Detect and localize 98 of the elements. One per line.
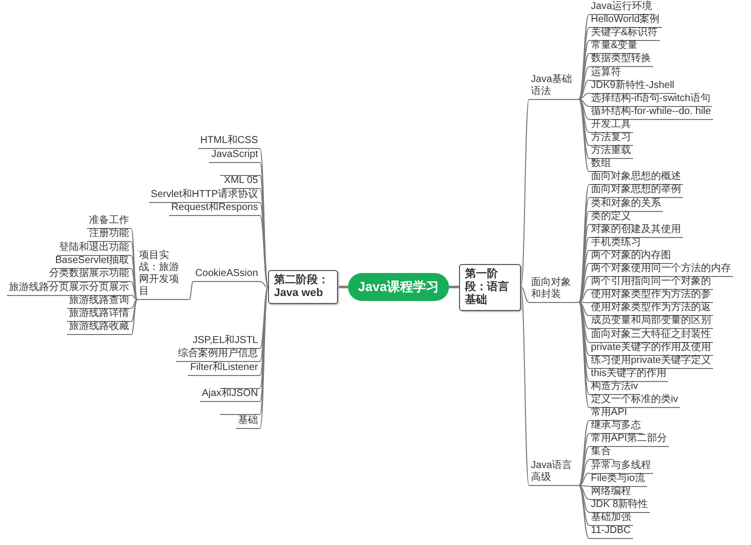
connector-line	[260, 286, 268, 362]
topic-label: CookieASsion	[193, 268, 260, 282]
branch-topic: 第一阶段：语言基础	[458, 264, 521, 310]
topic-label: 基础	[236, 415, 260, 429]
topic-label: 数据类型转换	[588, 53, 653, 68]
connector-line	[130, 299, 138, 309]
topic-label: this关键字的作用	[588, 368, 668, 382]
topic-label: 两个对象的内存图	[588, 250, 673, 264]
branch-topic: 第二阶段：Java web	[268, 270, 338, 304]
topic-label: 项目实战：旅游网开发项目	[137, 250, 190, 300]
topic-label: 旅游线路收藏	[67, 321, 132, 336]
connector-line	[578, 472, 590, 486]
topic-label: 综合案例用户信息	[176, 348, 260, 362]
connector-line	[260, 286, 268, 349]
connector-line	[338, 286, 348, 288]
connector-line	[578, 446, 590, 486]
connector-line	[520, 98, 530, 288]
connector-line	[520, 286, 530, 303]
topic-label: private关键字的作用及使用	[588, 342, 713, 356]
connector-line	[130, 299, 138, 322]
topic-label: 定义一个标准的类iv	[588, 394, 680, 408]
connector-line	[130, 254, 138, 300]
topic-label: File类与io流	[588, 472, 647, 487]
topic-label: 网络编程	[588, 486, 633, 500]
topic-label: 基础加强	[588, 512, 633, 526]
topic-label: 登陆和退出功能	[57, 242, 132, 256]
topic-label: 对象的创建及其使用	[588, 224, 683, 238]
topic-label: 集合	[588, 446, 613, 460]
topic-label: JavaScript	[209, 149, 260, 163]
topic-label: 旅游线路分页展示分页展示	[7, 282, 132, 296]
connector-line	[578, 485, 590, 539]
connector-line	[260, 215, 268, 288]
connector-line	[578, 289, 590, 303]
topic-label: JSP,EL和JSTL	[190, 335, 260, 349]
connector-line	[578, 485, 590, 526]
topic-label: 常用API第二部分	[588, 433, 670, 448]
topic-label: 练习使用private关键字定义	[588, 354, 713, 369]
connector-line	[578, 459, 590, 486]
topic-label: 运算符	[588, 66, 623, 80]
connector-line	[130, 294, 138, 300]
connector-line	[578, 98, 590, 120]
root-topic: Java课程学习	[348, 273, 449, 301]
connector-line	[130, 299, 138, 336]
connector-line	[578, 98, 590, 133]
topic-label: Filter和Listener	[188, 362, 260, 376]
topic-label: 方法复习	[588, 132, 633, 146]
connector-line	[578, 485, 590, 487]
topic-label: 旅游线路查询	[67, 294, 132, 309]
connector-line	[578, 485, 590, 513]
topic-label: 手机类练习	[588, 236, 643, 251]
connector-line	[578, 420, 590, 486]
connector-line	[448, 286, 459, 288]
connector-line	[578, 302, 590, 330]
connector-line	[578, 98, 590, 160]
connector-line	[520, 286, 530, 486]
topic-label: 面向对象思想的举例	[588, 184, 683, 198]
connector-line	[578, 302, 590, 316]
topic-label: XML 05	[222, 175, 260, 189]
connector-line	[130, 281, 138, 300]
topic-label: Ajax和JSON	[200, 388, 260, 402]
topic-label: 类和对象的关系	[588, 198, 663, 212]
topic-label: BaseServlet抽取	[53, 254, 132, 269]
connector-line	[260, 281, 268, 288]
topic-label: 循环结构-for-while--do. hile	[588, 106, 713, 120]
topic-label: 构造方法iv	[588, 380, 640, 395]
topic-label: 成员变量和局部变量的区别	[588, 315, 713, 330]
topic-label: 类的定义	[588, 210, 633, 225]
topic-label: 分类数据展示功能	[47, 268, 132, 282]
connector-line	[578, 98, 590, 107]
topic-label: 异常与多线程	[588, 460, 653, 474]
topic-label: 开发工具	[588, 118, 633, 133]
topic-label: JDK9新特性-Jshell	[588, 80, 676, 94]
connector-line	[578, 92, 590, 100]
topic-label: 面向对象三大特征之封装性	[588, 328, 713, 342]
topic-label: 注册功能	[87, 228, 132, 242]
topic-label: 11-JDBC	[588, 525, 633, 539]
connector-line	[578, 485, 590, 500]
topic-label: Java基础语法	[528, 74, 579, 100]
connector-line	[578, 98, 590, 172]
connector-line	[578, 276, 590, 303]
topic-label: Servlet和HTTP请求协议	[148, 189, 260, 203]
topic-label: Java运行环境	[588, 1, 654, 15]
topic-label: 准备工作	[87, 215, 132, 229]
topic-label: JDK 8新特性	[588, 498, 650, 513]
connector-line	[578, 80, 590, 100]
topic-label: 选择结构-if语句-switch语句	[588, 92, 712, 107]
connector-line	[578, 302, 590, 304]
topic-label: 两个对象使用同一个方法的内存	[588, 263, 733, 277]
topic-label: Java语言高级	[528, 460, 579, 486]
topic-label: 方法重载	[588, 145, 633, 160]
connector-line	[130, 268, 138, 300]
topic-label: Request和Respons	[169, 202, 260, 216]
connector-line	[188, 281, 194, 300]
topic-label: 数组	[588, 158, 613, 172]
topic-label: 面向对象和封装	[528, 276, 579, 303]
connector-line	[578, 53, 590, 100]
topic-label: HTML和CSS	[198, 135, 260, 149]
connector-line	[578, 27, 590, 100]
